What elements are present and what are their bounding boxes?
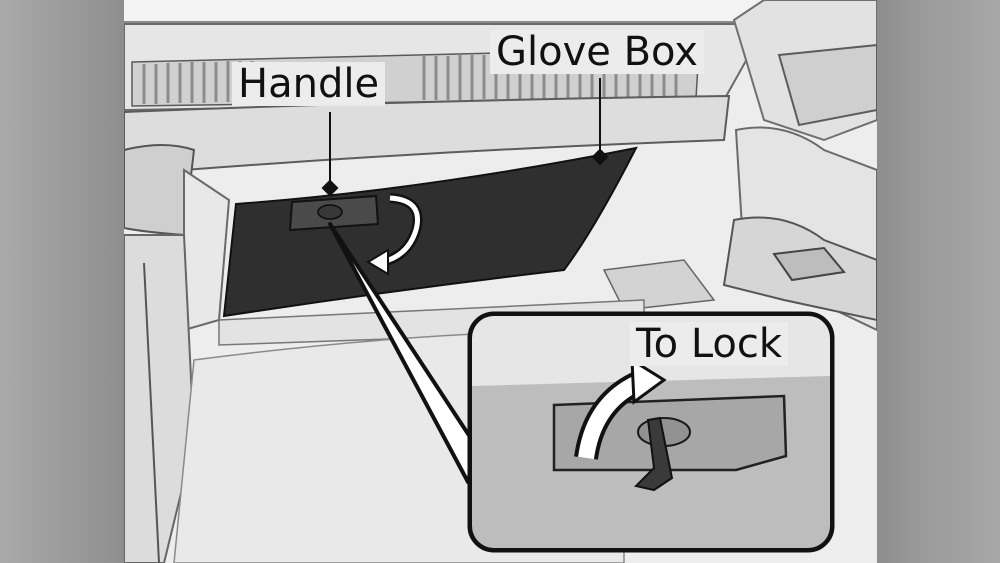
key-icon xyxy=(634,416,674,492)
dashboard-illustration xyxy=(124,0,877,563)
right-backdrop xyxy=(877,0,1000,563)
left-backdrop xyxy=(0,0,124,563)
handle-label: Handle xyxy=(232,62,386,106)
glove-box-lid xyxy=(222,146,638,318)
glove-box-label: Glove Box xyxy=(490,30,704,74)
to-lock-label: To Lock xyxy=(630,322,789,366)
lock-detail-inset xyxy=(467,311,835,553)
lock-arrow-icon xyxy=(630,357,667,405)
illustration-frame: Glove Box Handle To Lock xyxy=(124,0,877,563)
rotate-arrow-icon xyxy=(366,248,389,276)
